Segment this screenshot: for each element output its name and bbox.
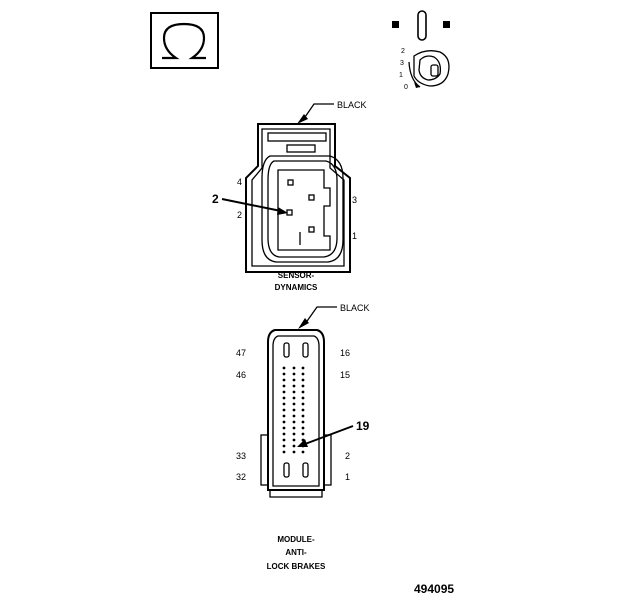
module-terminal-cavity: [282, 432, 286, 436]
module-terminal-cavity: [292, 450, 296, 454]
sensor-cavity-face: [277, 169, 331, 251]
module-terminal-cavity: [292, 390, 296, 394]
legend-pos-0: 0: [404, 84, 408, 91]
module-terminal-cavity: [292, 420, 296, 424]
module-terminal-cavity: [282, 408, 286, 412]
module-terminal-cavity: [301, 366, 305, 370]
module-key-slot: [302, 342, 309, 358]
terminal-position-icon: 2 3 1 0: [392, 10, 450, 91]
sensor-pin-4-label: 4: [237, 177, 242, 187]
module-terminal-cavity: [301, 402, 305, 406]
module-pin-46-label: 46: [236, 370, 246, 380]
module-terminal-cavity: [292, 366, 296, 370]
module-pin-15-label: 15: [340, 370, 350, 380]
module-terminal-cavity: [292, 408, 296, 412]
sensor-terminal-1: [308, 226, 315, 233]
module-pin-33-label: 33: [236, 451, 246, 461]
module-terminal-cavity: [282, 390, 286, 394]
sensor-pointer-arrow: [221, 198, 282, 212]
module-name-line2: ANTI-: [285, 548, 307, 557]
module-cavities: [282, 366, 305, 454]
module-terminal-cavity: [282, 372, 286, 376]
module-terminal-cavity: [282, 366, 286, 370]
sensor-housing: [245, 123, 351, 273]
module-terminal-cavity: [301, 384, 305, 388]
sensor-latch: [267, 132, 327, 142]
module-name-line3: LOCK BRAKES: [267, 562, 326, 571]
module-terminal-cavity: [301, 450, 305, 454]
sensor-terminal-3: [308, 194, 315, 201]
module-terminal-cavity: [282, 444, 286, 448]
module-terminal-cavity: [282, 384, 286, 388]
module-terminal-cavity: [301, 378, 305, 382]
sensor-name-line2: DYNAMICS: [275, 283, 318, 292]
module-pin-2-label: 2: [345, 451, 350, 461]
module-color-leader: [304, 306, 337, 325]
module-terminal-cavity: [292, 444, 296, 448]
module-terminal-cavity: [282, 414, 286, 418]
module-terminal-cavity: [282, 420, 286, 424]
module-terminal-cavity: [301, 432, 305, 436]
module-pin-16-label: 16: [340, 348, 350, 358]
module-name-line1: MODULE-: [277, 535, 315, 544]
module-terminal-cavity: [292, 426, 296, 430]
module-terminal-cavity: [292, 378, 296, 382]
sensor-pointer-label: 2: [212, 192, 219, 206]
module-terminal-cavity: [301, 372, 305, 376]
sensor-color-callout: BLACK: [337, 100, 367, 110]
module-key-slot: [283, 462, 290, 478]
module-terminal-cavity: [301, 426, 305, 430]
legend-pos-3: 3: [400, 60, 404, 67]
module-terminal-cavity: [282, 402, 286, 406]
module-connector: BLACK 47 46 33 32 16 15 2 1 19 MODULE- A…: [236, 303, 370, 571]
module-terminal-cavity: [301, 408, 305, 412]
module-terminal-cavity: [292, 432, 296, 436]
module-pointer-label: 19: [356, 419, 370, 433]
sensor-color-leader: [302, 103, 334, 121]
module-key-slot: [283, 342, 290, 358]
module-terminal-cavity: [282, 378, 286, 382]
legend-pos-1: 1: [399, 72, 403, 79]
module-color-callout: BLACK: [340, 303, 370, 313]
module-pin-47-label: 47: [236, 348, 246, 358]
module-terminal-cavity: [301, 390, 305, 394]
module-terminal-cavity: [301, 396, 305, 400]
sensor-terminal-4: [287, 179, 294, 186]
module-terminal-cavity: [292, 414, 296, 418]
module-terminal-cavity: [292, 372, 296, 376]
module-terminal-cavity: [292, 396, 296, 400]
module-terminal-cavity: [282, 450, 286, 454]
module-terminal-cavity: [282, 396, 286, 400]
module-key-slot: [302, 462, 309, 478]
module-housing: [267, 329, 325, 491]
module-pin-32-label: 32: [236, 472, 246, 482]
sensor-pin-2-label: 2: [237, 210, 242, 220]
module-terminal-cavity: [292, 384, 296, 388]
module-terminal-cavity: [292, 402, 296, 406]
module-terminal-cavity: [282, 438, 286, 442]
module-pointer-arrow: [304, 425, 354, 445]
sensor-name-line1: SENSOR-: [278, 271, 315, 280]
ohm-symbol-icon: [150, 12, 219, 69]
module-terminal-cavity: [301, 420, 305, 424]
legend-pos-2: 2: [401, 48, 405, 55]
module-terminal-cavity: [292, 438, 296, 442]
sensor-pin-3-label: 3: [352, 195, 357, 205]
figure-id: 494095: [414, 582, 454, 596]
module-terminal-cavity: [301, 414, 305, 418]
module-terminal-cavity: [282, 426, 286, 430]
sensor-connector: BLACK 4 2 3 1 2 SENSOR- DYNAMICS: [212, 100, 367, 292]
module-pin-1-label: 1: [345, 472, 350, 482]
sensor-pin-1-label: 1: [352, 231, 357, 241]
sensor-terminal-2: [286, 209, 293, 216]
